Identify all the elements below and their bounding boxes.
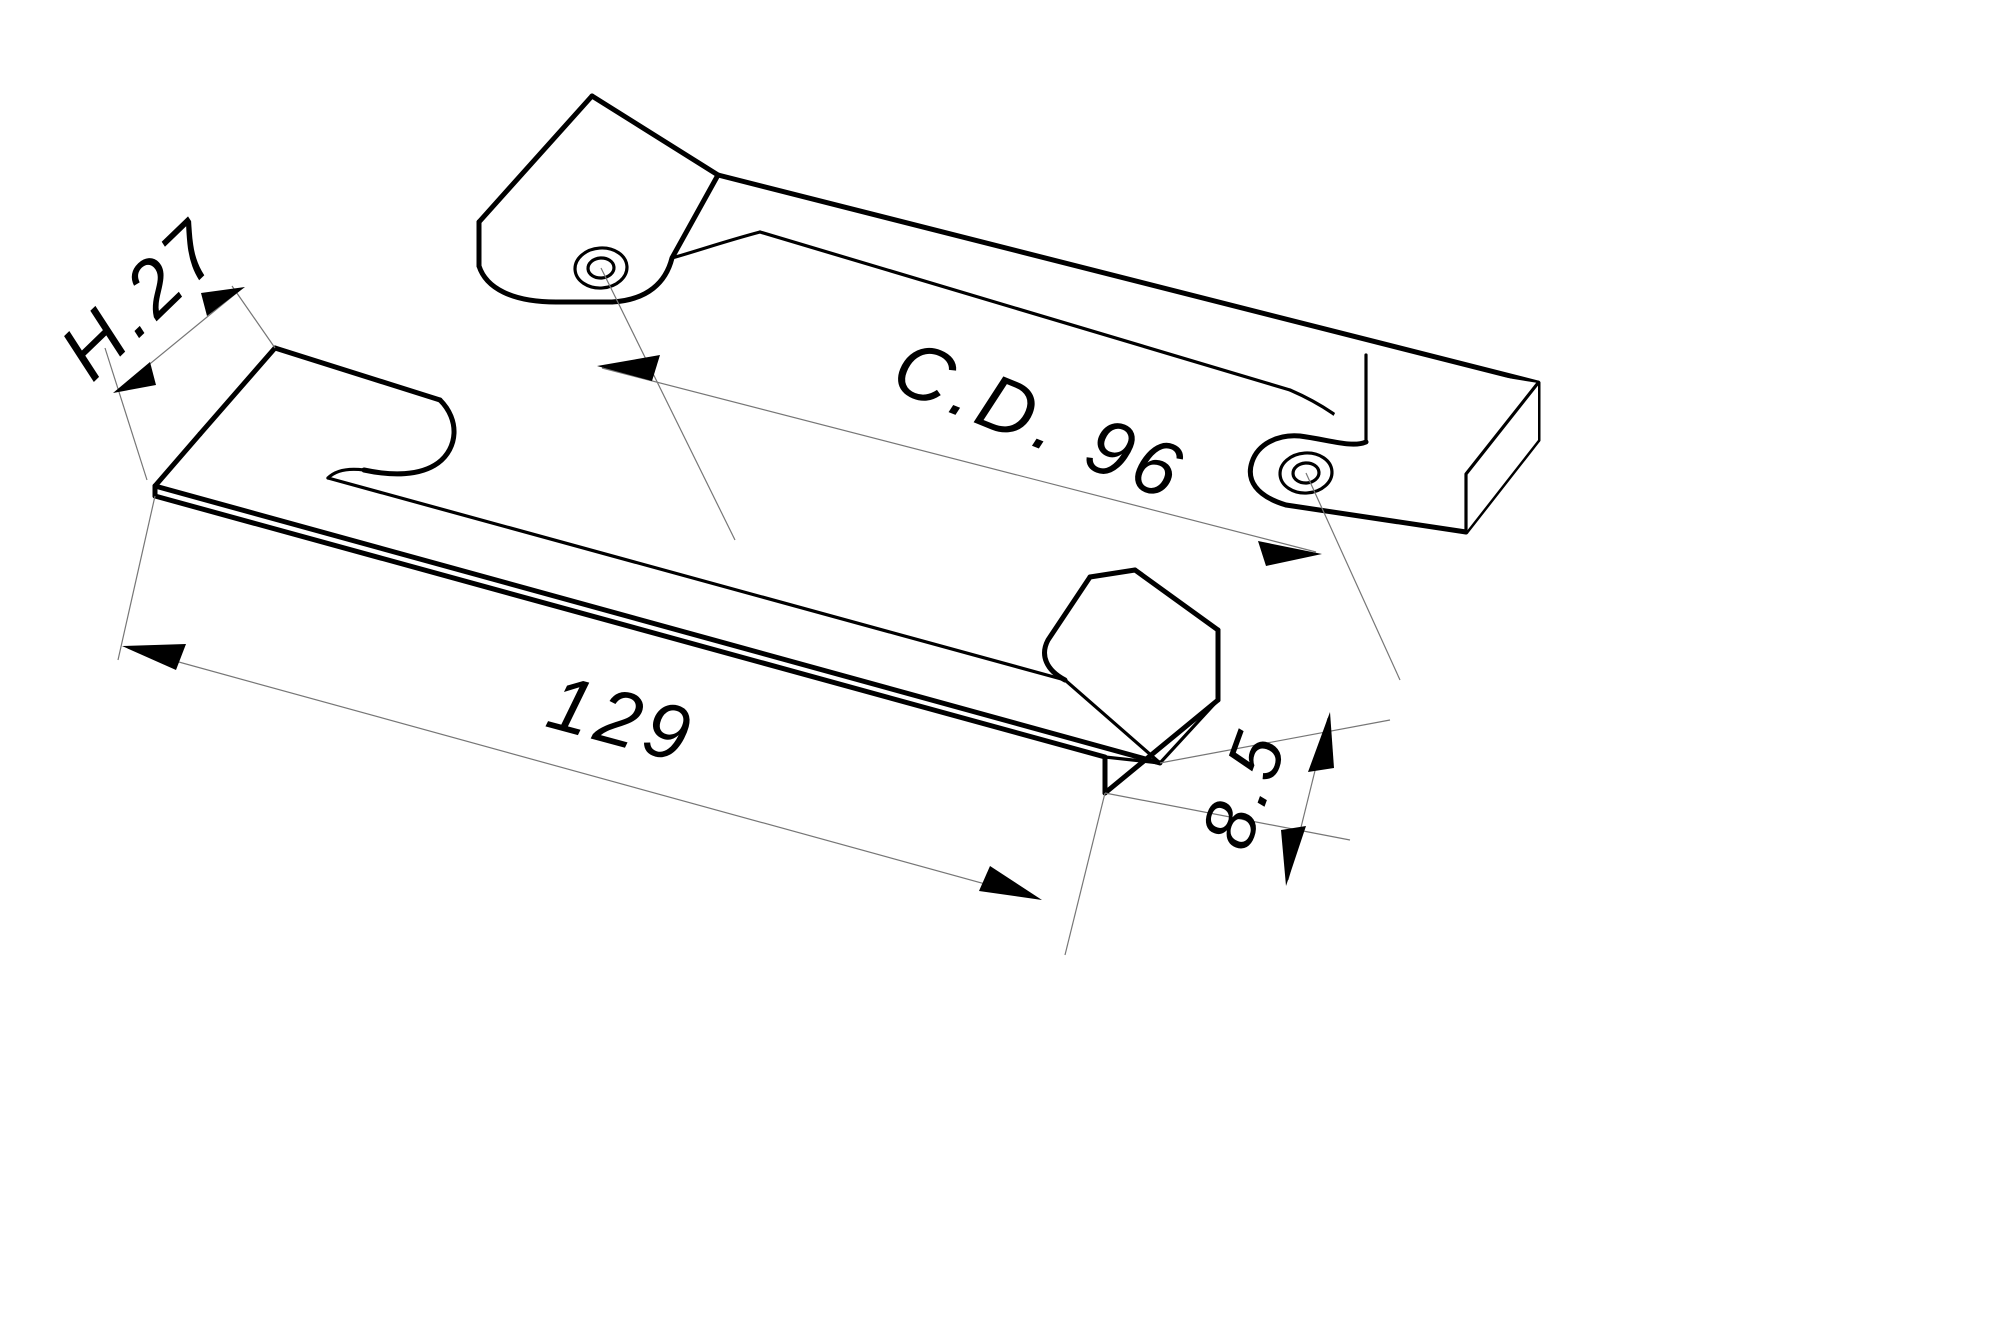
lower-handle-view: [120, 345, 1221, 796]
h27-ext-line-right: [231, 285, 276, 349]
upper-right-block-top-parting: [1464, 381, 1540, 534]
h27-ext-line-left: [104, 347, 148, 481]
dimension-label-overall-length: 129: [539, 657, 705, 780]
dimension-bar-depth: 8.5: [1104, 712, 1391, 886]
upper-left-block-bottom-round: [476, 263, 615, 305]
lower-left-nose-inner-blend: [326, 467, 366, 480]
lower-bar-end-face-bottom: [1102, 697, 1221, 796]
depth85-arrow-bottom: [1281, 826, 1306, 886]
len129-ext-line-left: [117, 495, 156, 661]
upper-left-block-top: [479, 96, 718, 296]
lower-bar-inner-parting-line: [326, 476, 1067, 682]
upper-bar-top-face: [592, 96, 1538, 400]
lower-bar-end-top-parting: [1158, 698, 1220, 765]
depth85-ext-line-top: [1159, 719, 1391, 764]
lower-bar-end-inner: [1103, 755, 1162, 765]
cd96-ext-line-left: [600, 267, 736, 541]
h27-arrow-left: [113, 362, 156, 393]
upper-left-block-face: [478, 222, 640, 302]
lower-right-block-front-parting: [1063, 678, 1162, 765]
upper-bar-top-edge: [715, 172, 1541, 386]
cd96-arrow-left: [597, 355, 660, 381]
lower-right-block-top-slant: [1087, 567, 1138, 580]
upper-right-block-bottom-edge: [1283, 502, 1469, 535]
lower-left-top-slant: [197, 345, 278, 437]
lower-left-vertical-edge: [152, 431, 203, 489]
upper-bar-left-blend: [670, 230, 762, 260]
dimension-label-center-distance: C.D. 96: [882, 322, 1199, 518]
lower-left-nose-round: [361, 397, 457, 477]
cd96-arrow-right: [1258, 541, 1322, 566]
upper-right-screw-boss-outer: [1278, 451, 1334, 495]
upper-screw-boss-outer: [573, 246, 629, 290]
lower-right-block-top-right-edge: [1132, 567, 1221, 633]
upper-left-block-top-left-edge: [476, 93, 595, 225]
lower-left-top-edge: [272, 345, 443, 403]
depth85-ext-line-bottom: [1104, 792, 1351, 841]
cd96-ext-line-right: [1305, 472, 1401, 681]
len129-arrow-left: [122, 644, 186, 670]
upper-bar-inner-parting-line: [758, 230, 1292, 392]
depth85-arrow-top: [1308, 712, 1334, 772]
lower-bar-top-edge: [152, 483, 1163, 766]
upper-right-block-round-nose: [1247, 433, 1369, 508]
upper-left-block-top-right-edge: [589, 93, 721, 178]
len129-ext-line-right: [1064, 792, 1106, 956]
screw-hole-upper-icon: [586, 256, 616, 280]
len129-dim-line: [127, 647, 1037, 899]
len129-arrow-right: [979, 866, 1042, 900]
lower-handle-body-fill: [120, 348, 1218, 770]
screw-hole-lower-icon: [1291, 461, 1321, 485]
h27-arrow-right: [201, 287, 245, 316]
cd96-dim-line: [601, 367, 1317, 553]
upper-handle-view: [476, 93, 1541, 535]
upper-right-block-face: [1286, 355, 1538, 532]
lower-right-block-round-nose: [1042, 574, 1093, 683]
